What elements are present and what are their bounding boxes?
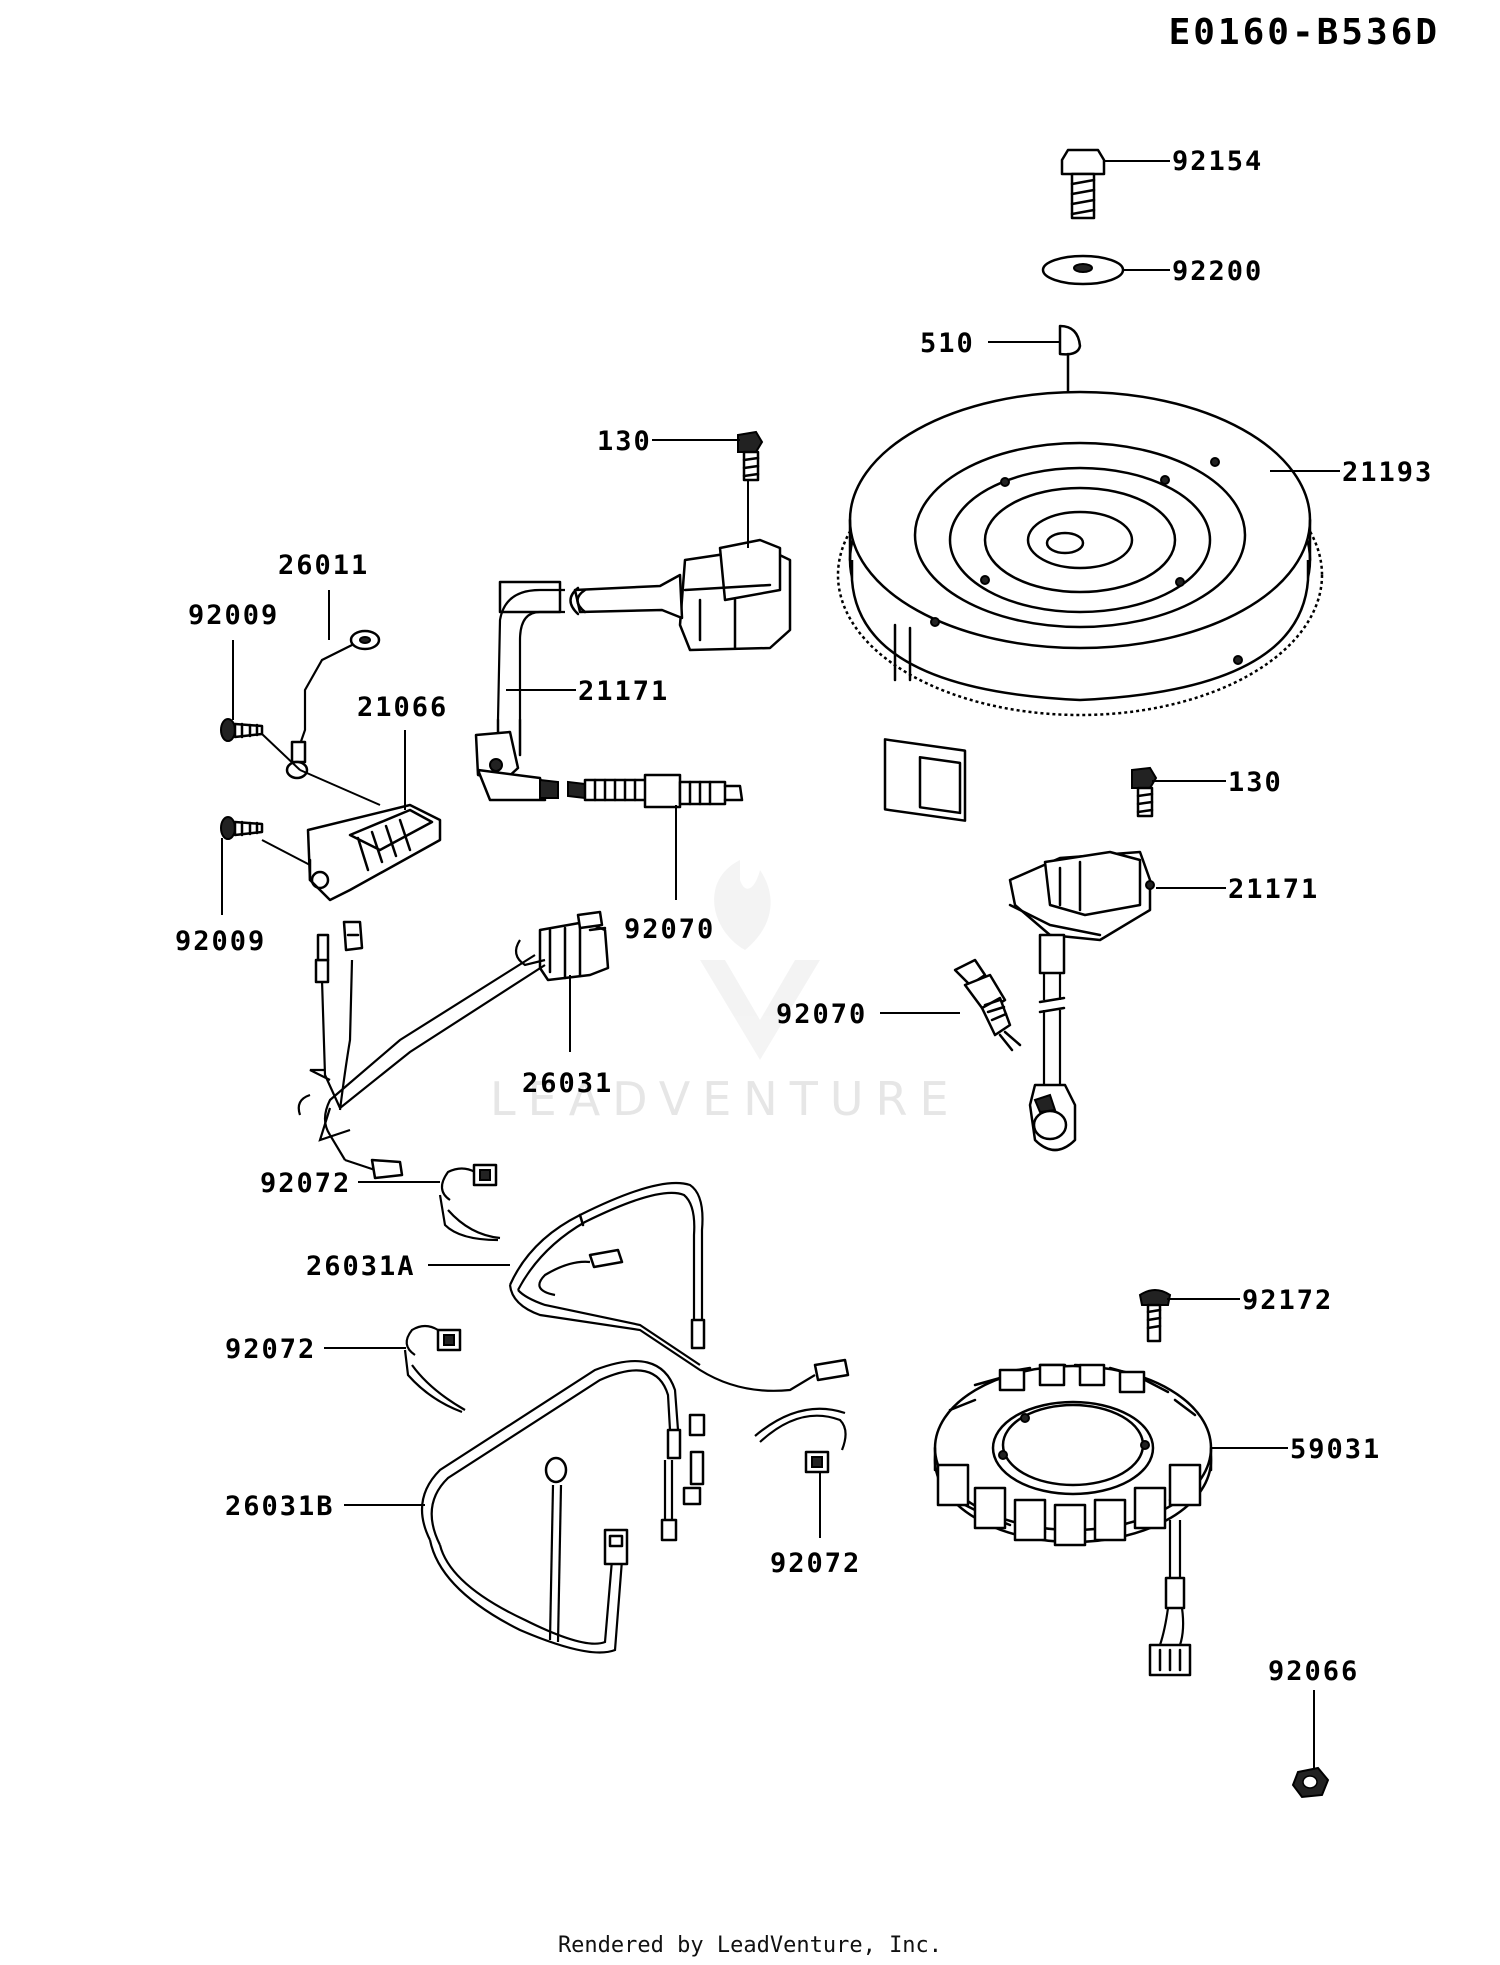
label-92072-a[interactable]: 92072 [260, 1168, 351, 1199]
harness-26031A[interactable] [508, 1181, 850, 1392]
nut-92066[interactable] [1291, 1766, 1330, 1799]
label-21193[interactable]: 21193 [1342, 457, 1433, 488]
label-92009-lower[interactable]: 92009 [175, 926, 266, 957]
label-26031[interactable]: 26031 [522, 1068, 613, 1099]
plug-cap-lower[interactable] [1028, 1083, 1077, 1152]
ignition-coil-21171-upper[interactable] [496, 538, 792, 757]
bolt-92154[interactable] [1060, 148, 1106, 220]
regulator-21066[interactable] [306, 803, 442, 902]
leader-lines [221, 160, 1340, 1768]
label-92066[interactable]: 92066 [1268, 1656, 1359, 1687]
bolt-130-upper[interactable] [737, 430, 764, 482]
clamp-92072-b[interactable] [403, 1324, 466, 1414]
harness-connectors [682, 1413, 706, 1506]
footer-text: Rendered by LeadVenture, Inc. [558, 1933, 942, 1958]
label-130-upper[interactable]: 130 [597, 426, 652, 457]
spark-plug-92070-lower[interactable] [953, 958, 1022, 1052]
flywheel-21193[interactable] [836, 390, 1324, 822]
label-26031B[interactable]: 26031B [225, 1491, 335, 1522]
label-92072-b[interactable]: 92072 [225, 1334, 316, 1365]
screw-92009-upper[interactable] [220, 718, 264, 742]
label-21171-upper[interactable]: 21171 [578, 676, 669, 707]
lead-26011[interactable] [285, 629, 381, 780]
ignition-coil-21171-lower[interactable] [1008, 850, 1155, 1085]
harness-26031B[interactable] [420, 1359, 682, 1654]
harness-26031[interactable] [297, 910, 610, 1180]
stator-59031[interactable] [933, 1363, 1213, 1677]
label-92172[interactable]: 92172 [1242, 1285, 1333, 1316]
clamp-92072-a[interactable] [438, 1163, 501, 1242]
label-21171-lower[interactable]: 21171 [1228, 874, 1319, 905]
label-510[interactable]: 510 [920, 328, 975, 359]
label-26031A[interactable]: 26031A [306, 1251, 416, 1282]
clamp-92072-c[interactable] [754, 1407, 847, 1474]
label-92009-upper[interactable]: 92009 [188, 600, 279, 631]
label-92072-c[interactable]: 92072 [770, 1548, 861, 1579]
label-92154[interactable]: 92154 [1172, 146, 1263, 177]
flywheel-magnet [883, 623, 967, 822]
bolt-130-lower[interactable] [1131, 766, 1158, 818]
label-92070-lower[interactable]: 92070 [776, 999, 867, 1030]
screw-92172[interactable] [1138, 1289, 1172, 1343]
washer-92200[interactable] [1041, 254, 1125, 286]
diagram-code: E0160-B536D [1169, 12, 1440, 53]
label-59031[interactable]: 59031 [1290, 1434, 1381, 1465]
plug-cap-upper[interactable] [474, 730, 559, 802]
watermark-text: LEADVENTURE [490, 1072, 961, 1126]
label-26011[interactable]: 26011 [278, 550, 369, 581]
label-130-lower[interactable]: 130 [1228, 767, 1283, 798]
leadventure-watermark-logo [700, 860, 820, 1060]
part-labels: 92154 92200 510 130 21193 26011 92009 21… [175, 146, 1433, 1687]
label-21066[interactable]: 21066 [357, 692, 448, 723]
spark-plug-92070-upper[interactable] [567, 773, 744, 809]
label-92070-upper[interactable]: 92070 [624, 914, 715, 945]
label-92200[interactable]: 92200 [1172, 256, 1263, 287]
screw-92009-lower[interactable] [220, 816, 264, 840]
